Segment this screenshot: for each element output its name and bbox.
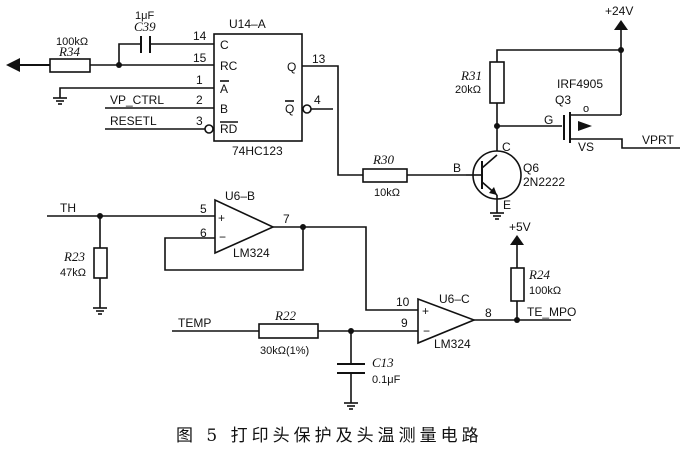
inversion-bubble [204, 124, 214, 134]
u14-name: U14–A [229, 17, 266, 31]
r30-value: 10kΩ [374, 187, 400, 199]
pin-13: 13 [312, 52, 326, 66]
r34-value: 100kΩ [56, 36, 88, 48]
u6b-pin-plus: 5 [200, 202, 207, 216]
net-resetl: RESETL [110, 114, 157, 128]
r22-ref: R22 [274, 308, 296, 323]
pin-label-b: B [220, 102, 228, 116]
pin-label-rd: RD [220, 122, 238, 136]
u6c-name: U6–C [439, 292, 470, 306]
u6c-pin-out: 8 [485, 306, 492, 320]
pin-label-q: Q [287, 60, 296, 74]
r22-value: 30kΩ(1%) [260, 345, 309, 357]
u6c-plus: + [422, 304, 429, 318]
pin-label-qbar: Q [285, 102, 294, 116]
q3-ref: Q3 [555, 93, 571, 107]
pin-4: 4 [314, 93, 321, 107]
pin-label-c: C [220, 38, 229, 52]
ground-icon [93, 307, 107, 315]
opamp-u6c: U6–C LM324 + − 10 9 8 [396, 292, 492, 351]
q6-collector-label: C [502, 140, 511, 154]
wire-feedback [164, 227, 304, 271]
opamp-u6b: U6–B LM324 + − 5 6 7 [200, 189, 290, 260]
r31-ref: R31 [460, 68, 482, 83]
r34-ref: R34 [58, 44, 80, 59]
q3-source-label: VS [578, 140, 594, 154]
chip-74hc123: U14–A 74HC123 C RC A B RD Q Q [213, 17, 303, 158]
q6-emitter-label: E [503, 198, 511, 212]
resistor-r34: 100kΩ R34 [49, 36, 91, 73]
pin-3: 3 [196, 114, 203, 128]
ground-icon [53, 97, 67, 105]
r30-ref: R30 [372, 152, 394, 167]
q3-drain-label: o [583, 103, 589, 115]
wire-to-u6c-plus [303, 226, 418, 311]
net-temp: TEMP [178, 316, 211, 330]
u6c-pin-plus: 10 [396, 295, 410, 309]
pin-14: 14 [193, 29, 207, 43]
u6b-part: LM324 [233, 246, 270, 260]
c13-ref: C13 [372, 355, 394, 370]
net-vp-ctrl: VP_CTRL [110, 93, 164, 107]
pin-15: 15 [193, 51, 207, 65]
figure-caption: 图 5 打印头保护及头温测量电路 [176, 426, 483, 446]
resistor-r24: R24 100kΩ [510, 267, 561, 302]
net-5v: +5V [509, 220, 531, 234]
u6b-minus: − [219, 230, 226, 244]
power-arrow-icon [510, 235, 524, 245]
q3-part: IRF4905 [557, 77, 603, 91]
wire-c39-left [118, 43, 141, 65]
transistor-q6: B C E Q6 2N2222 [453, 140, 565, 212]
ground-icon [490, 212, 504, 220]
r24-value: 100kΩ [529, 285, 561, 297]
r31-value: 20kΩ [455, 84, 481, 96]
u14-part: 74HC123 [232, 144, 283, 158]
capacitor-c39: 1μF C39 [134, 10, 156, 53]
u6b-plus: + [218, 211, 225, 225]
ground-icon [344, 402, 358, 410]
wire-24v-rail [496, 49, 621, 62]
power-arrow-icon [614, 20, 628, 30]
q6-base-label: B [453, 161, 461, 175]
c13-value: 0.1μF [372, 374, 401, 386]
q3-gate-label: G [544, 113, 553, 127]
resistor-r22: R22 30kΩ(1%) [258, 308, 319, 357]
q6-part: 2N2222 [523, 175, 565, 189]
u6b-name: U6–B [225, 189, 255, 203]
net-vprt: VPRT [642, 133, 674, 147]
q6-ref: Q6 [523, 161, 539, 175]
net-te-mpo: TE_MPO [527, 305, 576, 319]
u6c-minus: − [423, 324, 430, 338]
mosfet-q3: IRF4905 Q3 G o VS [497, 77, 680, 154]
c39-value: 1μF [135, 10, 154, 22]
wire-q-to-r30 [302, 65, 363, 176]
output-arrow [6, 58, 50, 72]
r23-value: 47kΩ [60, 267, 86, 279]
u6c-part: LM324 [434, 337, 471, 351]
resistor-r31: R31 20kΩ [455, 61, 505, 104]
c39-ref: C39 [134, 19, 156, 34]
inversion-bubble [302, 104, 312, 114]
u6c-pin-minus: 9 [401, 316, 408, 330]
resistor-r30: R30 10kΩ [362, 152, 408, 199]
capacitor-c13: C13 0.1μF [337, 355, 401, 386]
r23-ref: R23 [63, 249, 85, 264]
pin-2: 2 [196, 93, 203, 107]
net-th: TH [60, 201, 76, 215]
u6b-pin-out: 7 [283, 212, 290, 226]
resistor-r23: R23 47kΩ [60, 247, 108, 279]
pin-label-rc: RC [220, 59, 238, 73]
r24-ref: R24 [528, 267, 550, 282]
net-24v: +24V [605, 4, 633, 18]
wire-a [59, 87, 215, 98]
pin-1: 1 [196, 73, 203, 87]
pin-label-a: A [220, 82, 228, 96]
u6b-pin-minus: 6 [200, 226, 207, 240]
